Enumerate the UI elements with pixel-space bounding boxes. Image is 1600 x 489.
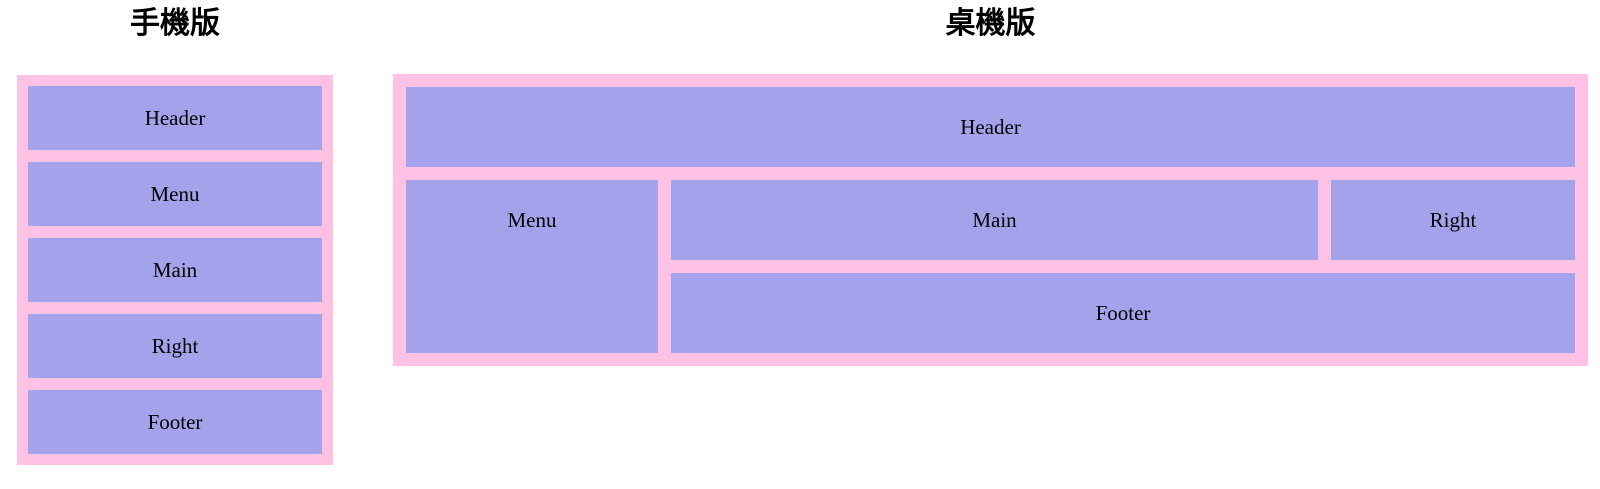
desktop-footer-box: Footer xyxy=(671,273,1575,353)
mobile-menu-box: Menu xyxy=(28,162,322,226)
desktop-menu-label: Menu xyxy=(507,207,557,232)
mobile-layout-container: Header Menu Main Right Footer xyxy=(17,75,333,465)
mobile-right-box: Right xyxy=(28,314,322,378)
desktop-main-label: Main xyxy=(972,207,1017,232)
mobile-header-label: Header xyxy=(144,105,206,130)
mobile-footer-box: Footer xyxy=(28,390,322,454)
desktop-right-label: Right xyxy=(1429,207,1477,232)
mobile-main-label: Main xyxy=(152,257,198,282)
mobile-menu-label: Menu xyxy=(150,181,200,206)
desktop-layout-container: Header Menu Main Right Footer xyxy=(393,74,1588,366)
desktop-main-box: Main xyxy=(671,180,1318,260)
desktop-header-label: Header xyxy=(960,114,1021,139)
desktop-menu-box: Menu xyxy=(406,180,658,353)
mobile-main-box: Main xyxy=(28,238,322,302)
desktop-header-box: Header xyxy=(406,87,1575,167)
desktop-footer-label: Footer xyxy=(1095,300,1151,325)
mobile-footer-label: Footer xyxy=(147,409,203,434)
mobile-header-box: Header xyxy=(28,86,322,150)
mobile-version-title: 手機版 xyxy=(130,7,220,40)
desktop-version-title: 桌機版 xyxy=(945,7,1036,40)
mobile-right-label: Right xyxy=(151,333,199,358)
desktop-right-box: Right xyxy=(1331,180,1575,260)
